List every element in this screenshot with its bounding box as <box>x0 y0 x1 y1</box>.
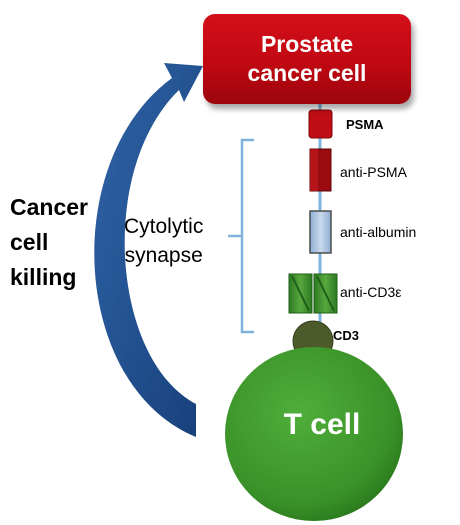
synapse-label-line1: Cytolytic <box>124 215 204 238</box>
anti-albumin-block <box>309 210 332 254</box>
psma-block <box>308 109 333 139</box>
cd3-label: CD3 <box>333 328 360 343</box>
t-cell-label: T cell <box>283 408 361 441</box>
killing-label-line1: Cancer <box>10 194 88 220</box>
killing-label-line2: cell <box>10 229 49 255</box>
cancer-cell-label-line1: Prostate <box>260 31 354 57</box>
psma-label: PSMA <box>346 117 384 132</box>
anti-psma-highlight <box>310 149 318 191</box>
killing-label-line3: killing <box>10 264 77 290</box>
synapse-label: Cytolytic synapse <box>124 212 203 270</box>
killing-arrow <box>94 63 203 437</box>
synapse-bracket <box>228 138 254 334</box>
synapse-label-line2: synapse <box>124 244 203 267</box>
anti-cd3e-label: anti-CD3ε <box>340 284 402 300</box>
anti-cd3e-domain <box>288 273 338 314</box>
anti-psma-label: anti-PSMA <box>340 164 407 180</box>
cancer-cell-label-line2: cancer cell <box>247 60 367 86</box>
t-cell <box>225 347 403 521</box>
prostate-cancer-cell: Prostate cancer cell <box>203 14 411 104</box>
anti-albumin-label: anti-albumin <box>340 224 417 240</box>
killing-label: Cancer cell killing <box>10 190 88 295</box>
